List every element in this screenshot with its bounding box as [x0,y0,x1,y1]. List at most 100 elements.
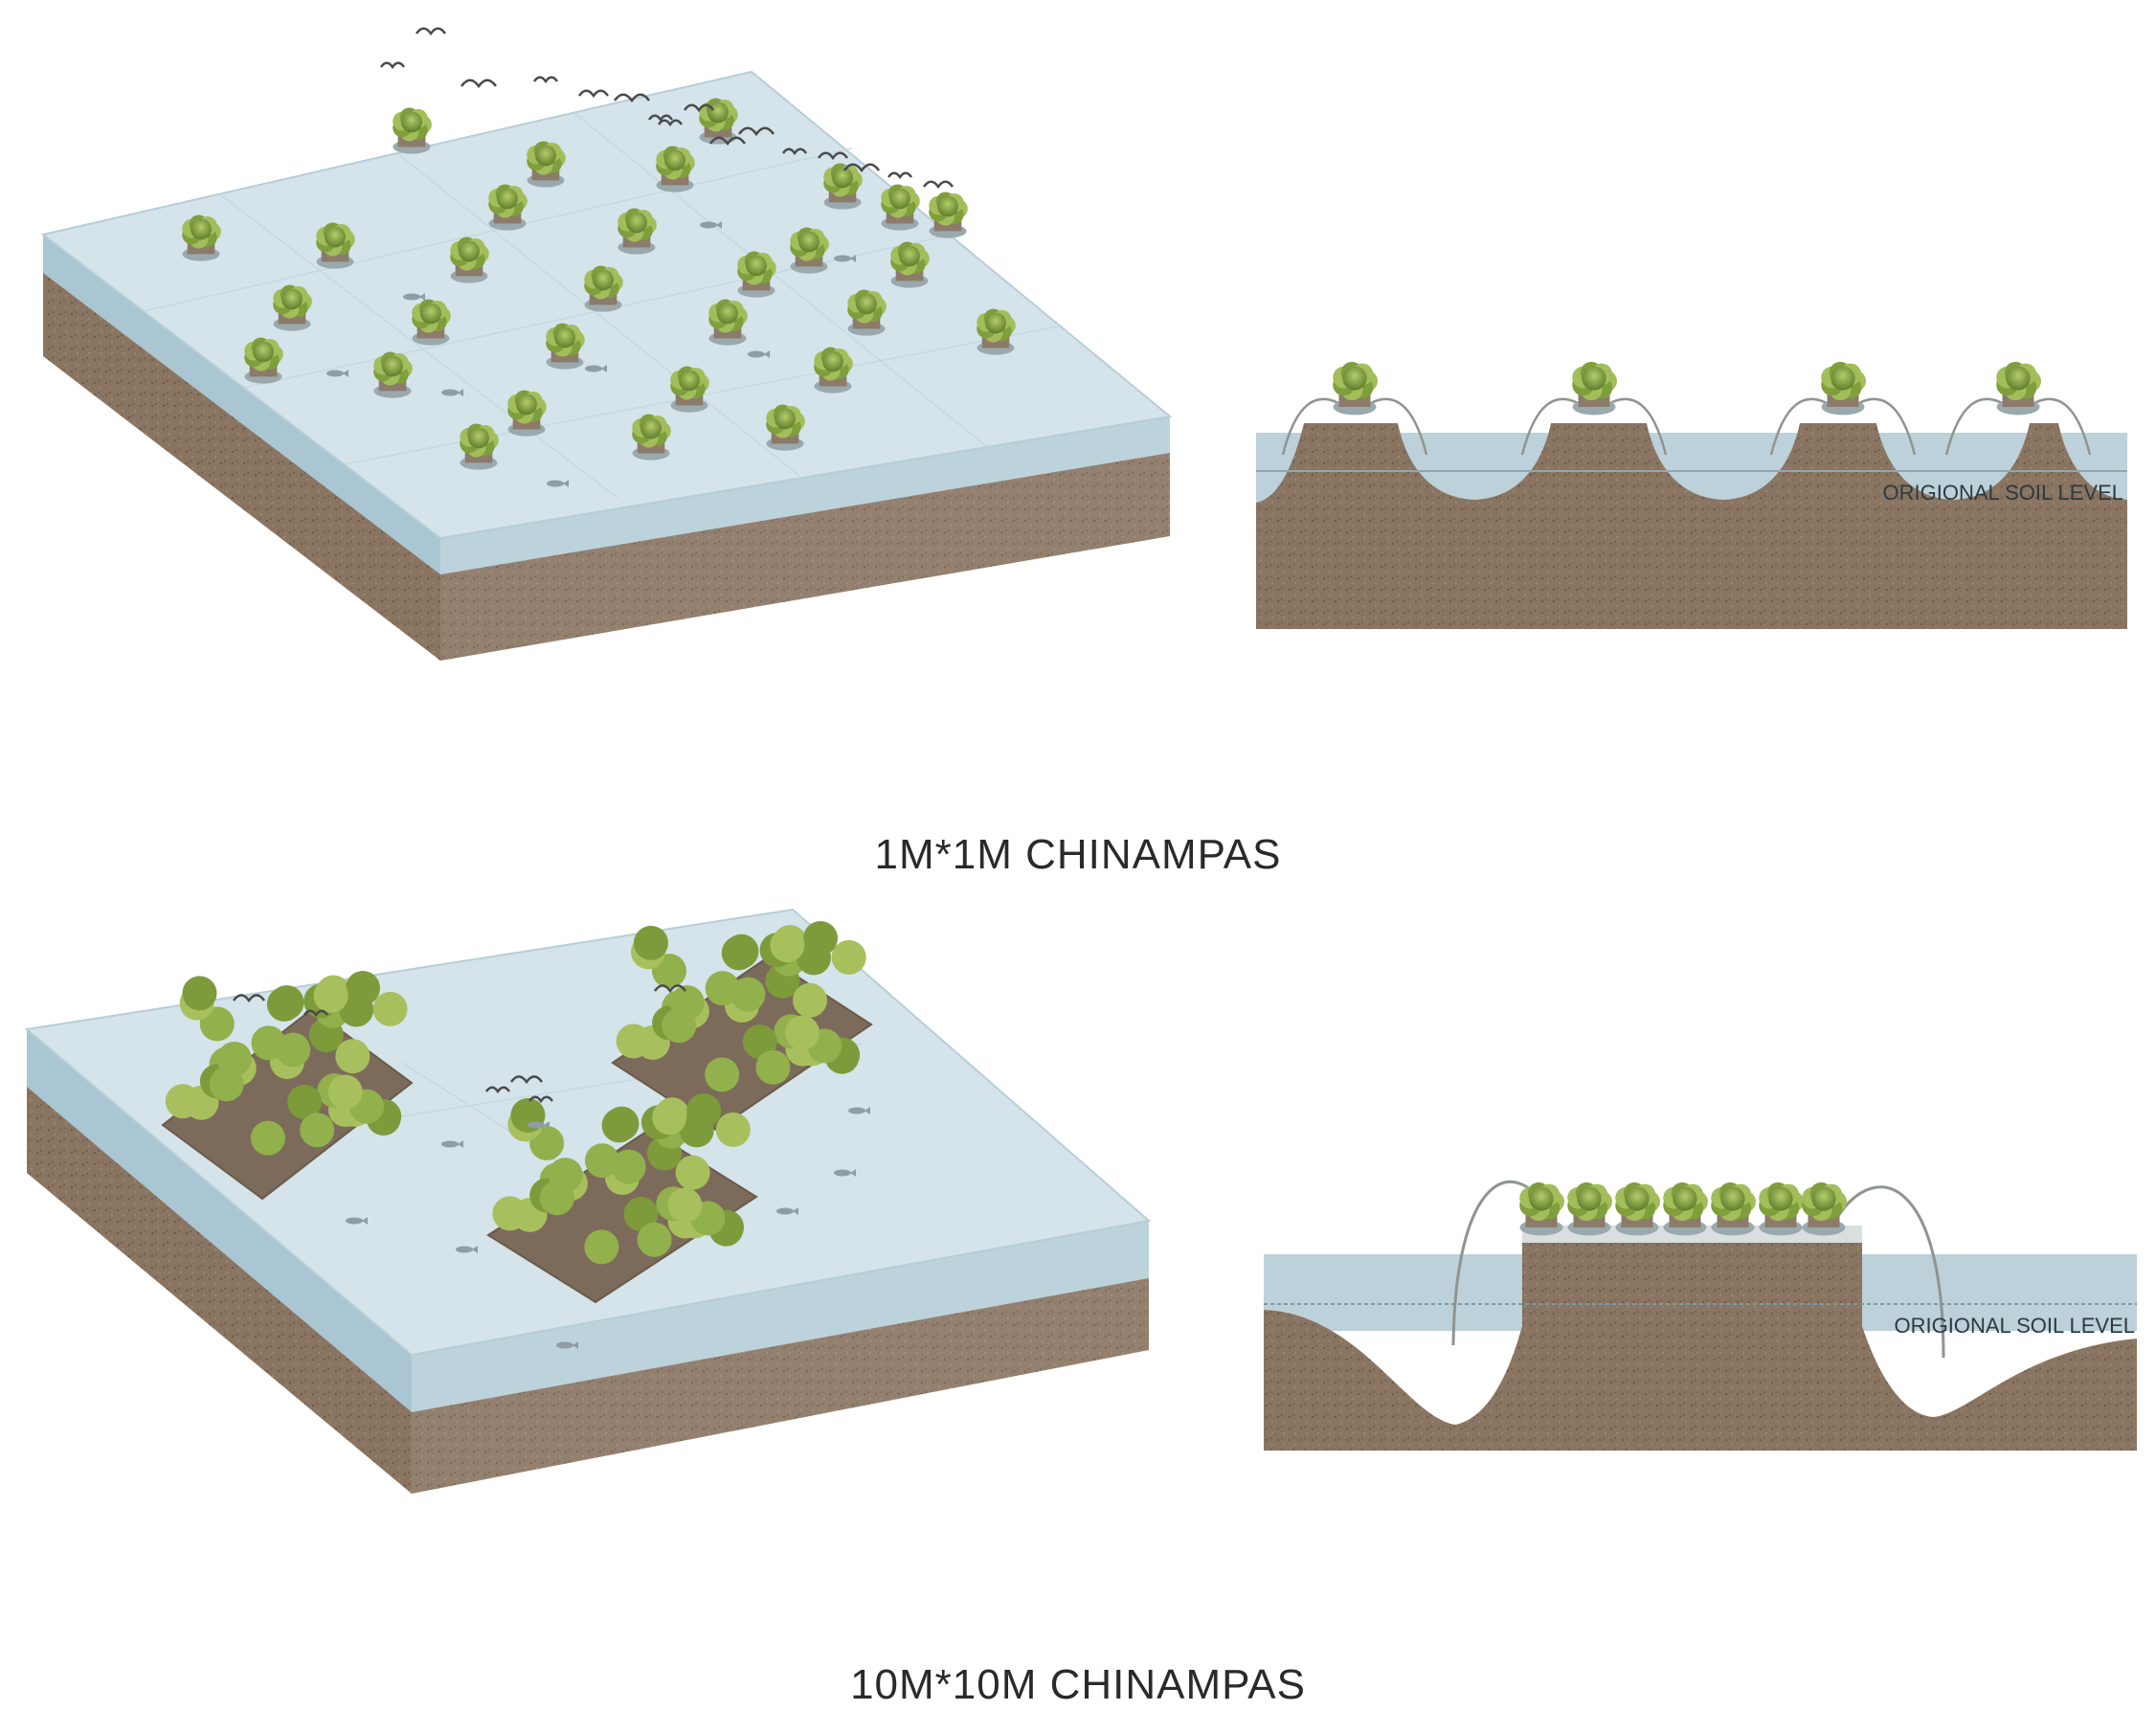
plant-plot [450,236,489,283]
plant-plot [881,184,920,231]
plant-plot [632,414,671,461]
fish-icon [441,1140,463,1148]
plant-plot [790,227,829,274]
section1-plants [1281,361,2092,456]
bird-icon [842,163,881,173]
fish-icon [776,1207,798,1215]
fish-icon [528,1121,550,1129]
fish-icon [403,293,425,301]
arch-stem [1769,397,1834,456]
block2-fish [346,1107,870,1349]
bird-icon [613,93,651,103]
plant-plot [373,351,413,398]
plant-plot [847,289,887,336]
arch-stem [1944,397,2010,456]
plant-plot [507,390,547,437]
block2-plant-plots [161,920,873,1304]
plant-plot [656,146,695,192]
bird-icon [781,147,808,156]
fish-icon [848,1107,870,1114]
bird-icon [657,119,684,127]
plant-plot [814,347,853,394]
bird-icon [887,171,913,180]
plant-plot [546,323,585,370]
block1-fish [326,221,856,487]
plant-plot [977,308,1016,355]
plant-plot [316,222,355,269]
caption-small-chinampas: 1M*1M CHINAMPAS [874,831,1282,878]
large-plant-plot [161,970,414,1201]
large-plant-plot [611,920,873,1132]
section-plant [1572,361,1617,416]
bird-icon [379,61,406,70]
plant-plot [244,337,283,384]
caption-large-chinampas: 10M*10M CHINAMPAS [850,1661,1306,1708]
bird-icon [817,151,849,161]
block2-water-left [27,1029,412,1412]
plant-plot [527,141,566,188]
bird-icon [528,1095,554,1104]
block1-birds [379,27,954,190]
plant-plot [584,265,623,312]
fish-icon [441,389,463,396]
bird-icon [303,1009,329,1018]
plant-plot [737,251,776,298]
section-plant [1519,1182,1564,1236]
bird-icon [683,103,715,113]
arch-stem [2027,397,2092,456]
arch-stem [1852,397,1917,456]
block1-water-left [43,235,440,574]
bird-icon [653,984,687,994]
bird-icon [708,136,747,146]
fish-icon [326,370,348,377]
large-plant-plot [486,1092,758,1304]
fish-icon [585,365,607,372]
fish-icon [456,1246,478,1253]
section-plant [1996,361,2042,416]
arch-stem [1281,397,1346,456]
plant-plot [273,284,312,331]
bird-icon [532,76,559,84]
plant-plot [670,366,709,413]
bird-icon [509,1075,544,1085]
arch-stem [1363,397,1428,456]
fish-icon [748,350,770,358]
bird-icon [415,27,447,36]
section2-soil [1264,1235,2137,1451]
section2-plants [1451,1180,1945,1359]
bird-icon [460,79,498,89]
fish-icon [547,480,569,487]
isometric-block-large-plots [24,908,1152,1494]
section-large-plot: ORIGIONAL SOIL LEVEL [1264,1180,2137,1451]
bird-icon [484,1086,511,1094]
section-plant [1333,361,1378,416]
block1-water-right [440,416,1170,574]
fish-icon [346,1217,368,1225]
bird-icon [232,994,266,1003]
plant-plot [182,214,221,261]
bird-icon [737,126,775,137]
arch-stem [1836,1185,1945,1359]
plant-plot [393,107,432,154]
section1-soil-label: ORIGIONAL SOIL LEVEL [1883,481,2123,505]
fish-icon [700,221,722,229]
section-plant [1711,1182,1756,1236]
section-plant [1615,1182,1660,1236]
block2-birds [232,984,687,1104]
fish-icon [834,1169,856,1177]
plant-plot [929,191,968,238]
arch-stem [1603,397,1668,456]
block1-plant-plots [182,98,1016,470]
section2-soil-label: ORIGIONAL SOIL LEVEL [1895,1314,2135,1338]
section-small-plots: ORIGIONAL SOIL LEVEL [1256,361,2127,629]
plant-plot [708,299,748,346]
plant-plot [890,241,930,288]
arch-stem [1520,397,1585,456]
section-plant [1821,361,1866,416]
plant-plot [460,423,499,470]
plant-plot [823,163,863,210]
section-plant [1802,1182,1847,1236]
plant-plot [766,404,805,451]
